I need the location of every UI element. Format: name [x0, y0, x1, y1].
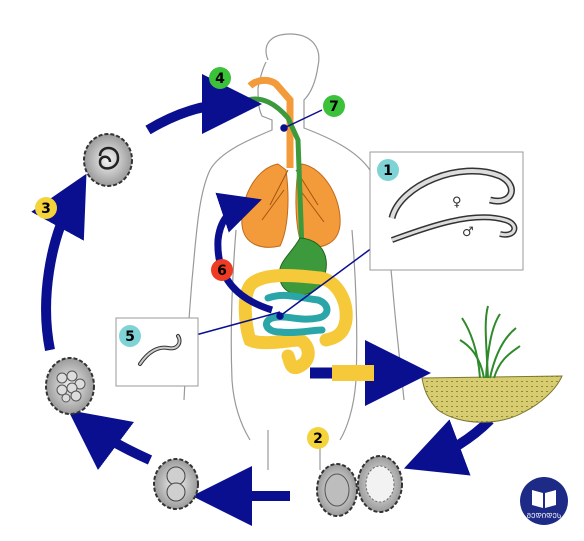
svg-text:1: 1 [383, 163, 393, 179]
badge-2: 2 [307, 427, 329, 449]
arrow-3-to-4 [145, 74, 262, 135]
arrow-egg-to-3 [31, 173, 87, 351]
egg-larvated-3 [83, 133, 133, 187]
male-symbol: ♂ [462, 225, 474, 240]
exit-marker-yellow [332, 365, 374, 381]
egg-fertilized [45, 357, 95, 415]
arrow-soil-to-2 [403, 416, 494, 476]
badge-4: 4 [209, 67, 231, 89]
soil-with-grass [421, 305, 563, 423]
egg-unembryonated-b [357, 455, 403, 513]
arrow-lower-egg-to-larva-egg [67, 410, 153, 470]
pointer-lines [188, 109, 384, 340]
badge-1: 1 [377, 159, 399, 181]
badge-6: 6 [211, 259, 233, 281]
svg-text:5: 5 [125, 329, 135, 345]
book-logo: ᲛᲔᲓᲘᲓᲔᲡ [520, 477, 568, 525]
egg-two-cell [153, 458, 199, 510]
svg-text:4: 4 [215, 71, 225, 87]
badge-7: 7 [323, 95, 345, 117]
female-symbol: ♀ [452, 195, 462, 210]
badge-5: 5 [119, 325, 141, 347]
badge-3: 3 [35, 197, 57, 219]
lungs [241, 163, 341, 248]
svg-text:3: 3 [41, 201, 51, 217]
adult-worms-panel: ♀ ♂ [369, 151, 524, 271]
arrow-6-loop [214, 192, 274, 314]
book-icon [532, 490, 556, 508]
small-intestine [263, 291, 331, 337]
svg-text:2: 2 [313, 431, 323, 447]
svg-text:7: 7 [329, 99, 339, 115]
svg-text:ᲛᲔᲓᲘᲓᲔᲡ: ᲛᲔᲓᲘᲓᲔᲡ [527, 512, 562, 520]
egg-unembryonated-a [316, 463, 358, 517]
svg-text:6: 6 [217, 263, 227, 279]
